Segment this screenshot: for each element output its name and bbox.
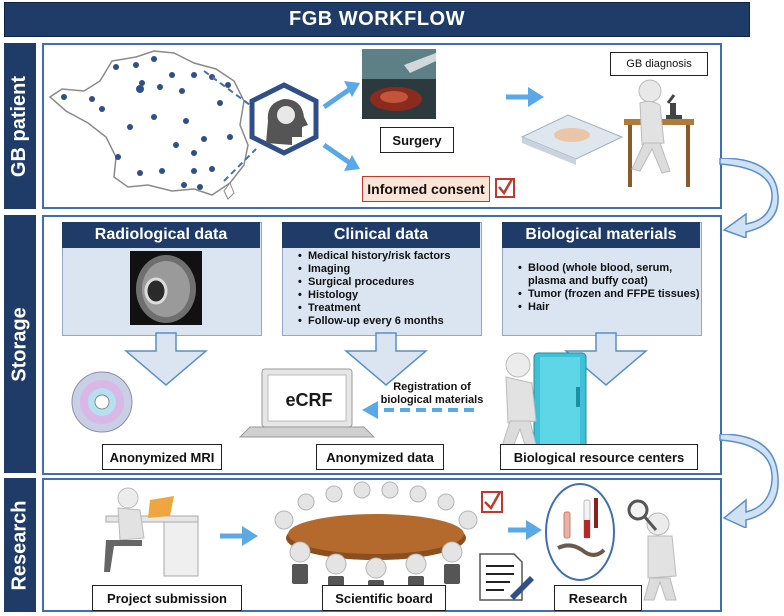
curved-arrow-1 xyxy=(719,158,779,238)
freezer-figure xyxy=(499,352,587,456)
section-label-patient: GB patient xyxy=(4,43,36,209)
scientific-board-label: Scientific board xyxy=(322,585,446,611)
biological-header: Biological materials xyxy=(502,222,700,248)
cd-disc-icon xyxy=(71,371,133,433)
clinical-item: Surgical procedures xyxy=(298,276,488,289)
patient-row-graphics xyxy=(48,49,694,200)
diagnosis-label: GB diagnosis xyxy=(610,52,708,76)
clinical-list: Medical history/risk factors Imaging Sur… xyxy=(296,250,488,328)
mri-scan xyxy=(130,251,202,325)
slide-image xyxy=(520,114,624,165)
clinical-item: Treatment xyxy=(298,302,488,315)
clinical-item: Follow-up every 6 months xyxy=(298,315,488,328)
france-map xyxy=(48,50,249,200)
anonymized-mri-label: Anonymized MRI xyxy=(102,444,222,470)
ecrf-label: eCRF xyxy=(285,389,333,410)
checkbox-icon xyxy=(495,178,515,198)
head-brain-icon xyxy=(249,82,319,156)
radiological-header: Radiological data xyxy=(62,222,260,248)
desk-figure xyxy=(104,487,199,577)
surgery-photo xyxy=(362,49,436,119)
checkbox-icon xyxy=(481,491,503,513)
biological-list: Blood (whole blood, serum, plasma and bu… xyxy=(516,262,710,314)
project-submission-label: Project submission xyxy=(92,585,242,611)
magnifier-figure xyxy=(627,499,677,601)
clinical-item: Histology xyxy=(298,289,488,302)
consent-label: Informed consent xyxy=(362,176,490,202)
page-title: FGB WORKFLOW xyxy=(4,2,750,37)
research-lab-image xyxy=(545,483,615,581)
biological-item: Blood (whole blood, serum, plasma and bu… xyxy=(518,262,710,288)
resource-centers-label: Biological resource centers xyxy=(500,444,698,470)
research-label: Research xyxy=(554,585,642,611)
section-label-research: Research xyxy=(4,478,36,612)
curved-arrow-2 xyxy=(719,434,779,528)
document-pen-icon xyxy=(479,553,534,601)
clinical-item: Medical history/risk factors xyxy=(298,250,488,263)
microscope-figure xyxy=(624,79,694,187)
registration-label: Registration of biological materials xyxy=(380,381,484,406)
biological-item: Hair xyxy=(518,301,710,314)
laptop-icon xyxy=(238,368,376,438)
clinical-header: Clinical data xyxy=(282,222,480,248)
storage-row-graphics xyxy=(71,251,649,456)
anonymized-data-label: Anonymized data xyxy=(316,444,444,470)
section-label-storage: Storage xyxy=(4,215,36,473)
round-table-figure xyxy=(274,481,478,600)
biological-item: Tumor (frozen and FFPE tissues) xyxy=(518,288,710,301)
clinical-item: Imaging xyxy=(298,263,488,276)
surgery-label: Surgery xyxy=(380,127,454,153)
